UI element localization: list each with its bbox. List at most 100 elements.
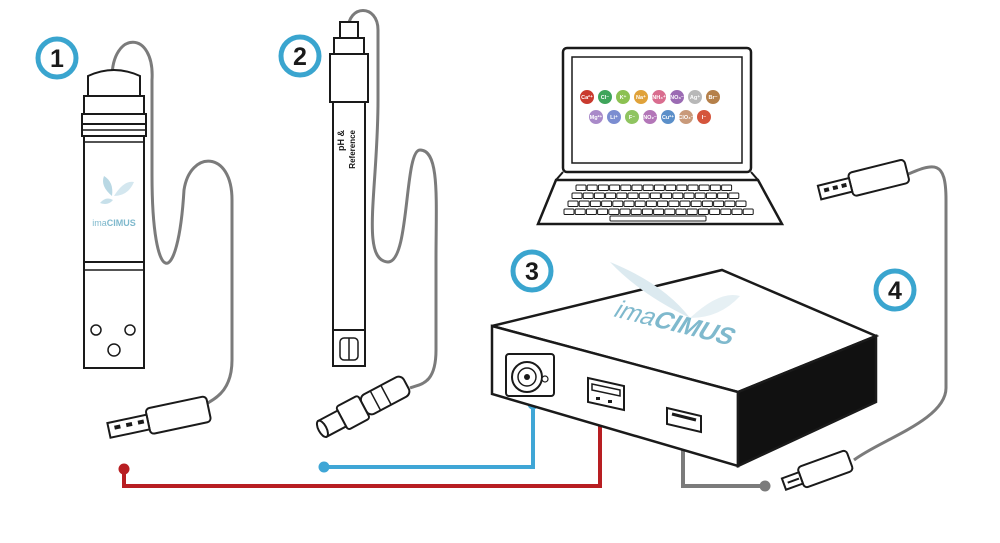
ion-icon — [642, 109, 658, 125]
bnc-connector-icon — [315, 375, 411, 439]
sensor-logo-text: imaCIMUS — [92, 218, 136, 228]
imacimus-interface-box: imaCIMUS — [490, 262, 880, 468]
keyboard-key — [601, 200, 613, 207]
usb-cable-bottom-plug-icon — [780, 449, 854, 491]
keyboard-key — [649, 192, 661, 199]
step-badge-3: 3 — [510, 249, 554, 293]
ion-icon — [705, 89, 721, 105]
keyboard-key — [675, 208, 687, 215]
keyboard-key — [645, 200, 657, 207]
keyboard-key — [709, 184, 721, 191]
ion-label: Cl⁻ — [601, 95, 610, 101]
usb-cable-top-plug-icon — [816, 159, 910, 201]
sensor-cable — [110, 40, 234, 407]
keyboard-key — [575, 184, 587, 191]
ion-icon — [624, 109, 640, 125]
keyboard-key — [668, 200, 680, 207]
gray-connection-line — [681, 434, 765, 488]
keyboard-key — [608, 208, 620, 215]
ion-icon — [588, 109, 604, 125]
ion-label: Ag⁺ — [690, 94, 700, 101]
ion-label: Br⁻ — [708, 95, 717, 101]
box-leaf-logo-icon — [610, 262, 740, 318]
step-badge-4: 4 — [873, 268, 917, 312]
keyboard-key — [653, 184, 665, 191]
keyboard-key — [623, 200, 635, 207]
keyboard-key — [657, 200, 669, 207]
keyboard-key — [620, 184, 632, 191]
keyboard-key — [609, 184, 621, 191]
ion-icon — [660, 109, 676, 125]
box-bnc-socket-icon — [505, 353, 555, 397]
keyboard-key — [713, 200, 725, 207]
keyboard-key — [612, 200, 624, 207]
ion-icon — [651, 89, 667, 105]
keyboard-key — [574, 208, 586, 215]
ion-label: NO₃⁻ — [670, 95, 684, 101]
keyboard-key — [720, 208, 732, 215]
keyboard-key — [701, 200, 713, 207]
ph-probe-device: pH & Reference — [315, 9, 438, 439]
keyboard-key — [697, 208, 709, 215]
keyboard-key — [687, 184, 699, 191]
keyboard-spacebar — [609, 215, 707, 222]
keyboard-key — [721, 184, 733, 191]
ion-icon — [615, 89, 631, 105]
sensor-leaf-logo-icon — [100, 176, 134, 204]
keyboard-key — [642, 184, 654, 191]
ion-label: Ca²⁺ — [581, 94, 593, 101]
keyboard-key — [616, 192, 628, 199]
keyboard-key — [731, 208, 743, 215]
keyboard-key — [563, 208, 575, 215]
keyboard-key — [585, 208, 597, 215]
keyboard-key — [665, 184, 677, 191]
keyboard-key — [653, 208, 665, 215]
box-usb-port-icon — [587, 376, 625, 412]
keyboard-key — [630, 208, 642, 215]
keyboard-key — [735, 200, 747, 207]
step-number-1: 1 — [50, 45, 64, 73]
blue-connection-line — [324, 404, 535, 469]
ion-icon — [687, 89, 703, 105]
ph-probe-label-line2: Reference — [348, 129, 357, 168]
keyboard-key — [567, 200, 579, 207]
keyboard-key — [593, 192, 605, 199]
ion-icon — [696, 109, 712, 125]
keyboard-key — [717, 192, 729, 199]
ion-label: F⁻ — [629, 115, 635, 121]
keyboard-key — [641, 208, 653, 215]
keyboard-key — [634, 200, 646, 207]
usb-cable-device — [780, 159, 948, 491]
ion-label: ClO₄⁻ — [678, 115, 693, 121]
ion-icon — [633, 89, 649, 105]
keyboard-key — [709, 208, 721, 215]
red-connection-line — [122, 420, 602, 488]
keyboard-key — [661, 192, 673, 199]
keyboard-key — [724, 200, 736, 207]
box-mini-usb-port-icon — [666, 406, 702, 434]
keyboard-key — [705, 192, 717, 199]
ion-label: Li⁺ — [610, 114, 618, 121]
keyboard-key — [589, 200, 601, 207]
keyboard-key — [631, 184, 643, 191]
gray-line-end-dot — [759, 480, 771, 492]
usb-cable-wire — [853, 165, 948, 462]
keyboard-key — [679, 200, 691, 207]
keyboard-key — [686, 208, 698, 215]
step-badge-1: 1 — [35, 36, 79, 80]
red-line-start-dot — [118, 463, 130, 475]
step-number-3: 3 — [525, 258, 539, 286]
keyboard-key — [619, 208, 631, 215]
ion-icon — [597, 89, 613, 105]
ion-icon — [669, 89, 685, 105]
ph-probe-cable — [346, 9, 438, 390]
ion-label: Na⁺ — [636, 94, 646, 101]
ph-probe-label-line1: pH & — [336, 130, 346, 151]
keyboard-key — [586, 184, 598, 191]
keyboard-key — [690, 200, 702, 207]
laptop-keyboard — [563, 184, 754, 222]
ion-label: Cu²⁺ — [662, 114, 674, 121]
laptop-computer: Ca²⁺Cl⁻K⁺Na⁺NH₄⁺NO₃⁻Ag⁺Br⁻Mg²⁺Li⁺F⁻NO₂⁻C… — [536, 46, 785, 226]
keyboard-key — [742, 208, 754, 215]
